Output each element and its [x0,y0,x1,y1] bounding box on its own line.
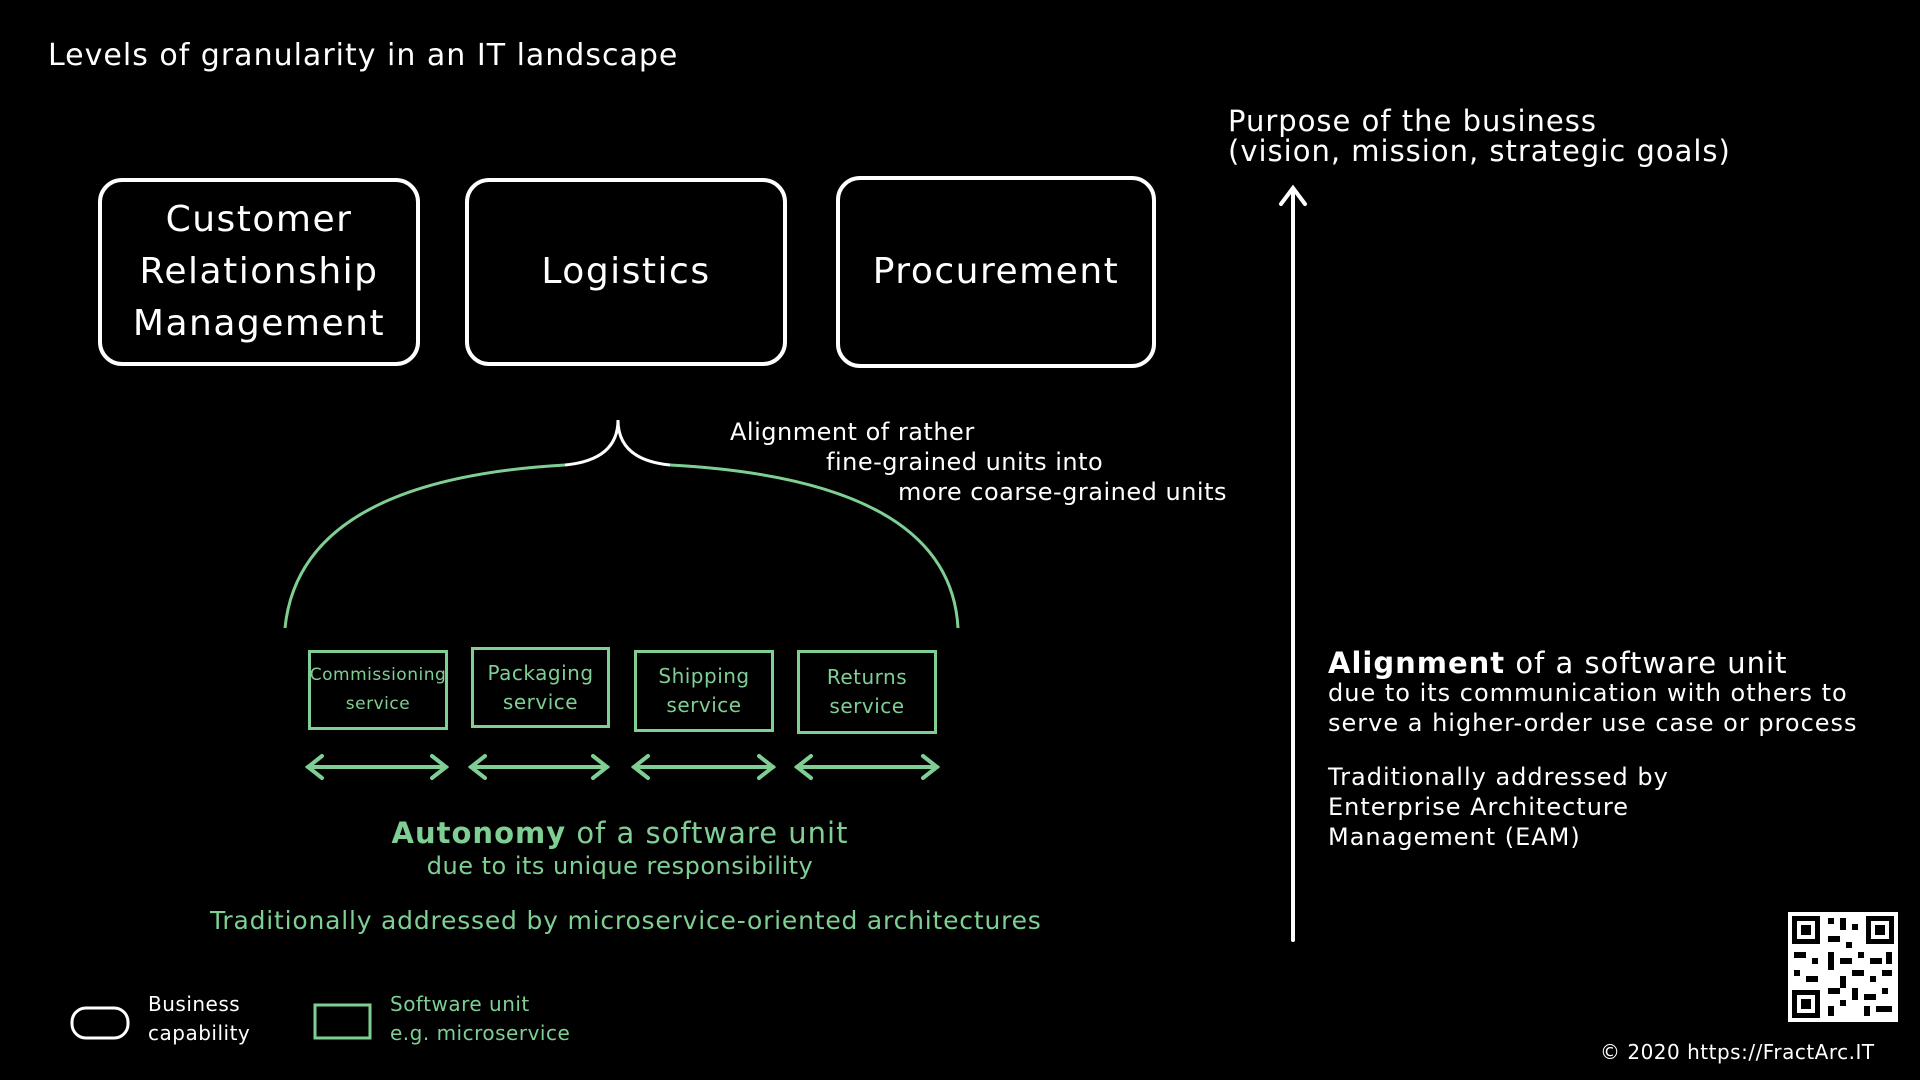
alignment-line2: due to its communication with others to [1328,679,1848,707]
purpose-line1: Purpose of the business [1228,104,1597,138]
alignment-note-line1: Alignment of rather [730,418,975,446]
autonomy-heading: Autonomy of a software unit [340,816,900,850]
capability-logistics-label: Logistics [541,251,711,292]
service-packaging-label: Packaging service [487,660,594,714]
brace-top-right [616,419,671,467]
autonomy-bold: Autonomy [391,816,567,850]
capability-crm: Customer Relationship Management [98,178,420,366]
alignment-heading: Alignment of a software unit [1328,646,1787,680]
capability-crm-label: Customer Relationship Management [132,199,386,344]
autonomy-arrow-3 [630,754,777,780]
capability-logistics: Logistics [465,178,787,366]
legend-software-shape [313,1003,372,1040]
copyright-footer: © 2020 https://FractArc.IT [1600,1040,1875,1064]
alignment-rest: of a software unit [1505,646,1788,680]
service-commissioning: Commissioning service [308,650,448,730]
alignment-note-line3: more coarse-grained units [898,478,1227,506]
legend-software-label: Software unit e.g. microservice [390,992,571,1045]
brace-right [669,463,960,629]
legend-business-shape [70,1006,130,1040]
service-shipping-label: Shipping service [658,664,750,717]
service-shipping: Shipping service [634,650,774,732]
capability-procurement: Procurement [836,176,1156,368]
autonomy-traditional: Traditionally addressed by microservice-… [210,906,1042,935]
brace-top [564,419,620,467]
legend-business-label: Business capability [148,992,251,1045]
alignment-bold: Alignment [1328,646,1506,680]
alignment-line3: serve a higher-order use case or process [1328,709,1858,737]
autonomy-arrow-4 [793,754,941,780]
capability-procurement-label: Procurement [872,251,1120,292]
autonomy-arrow-1 [304,754,450,780]
service-returns: Returns service [797,650,937,734]
service-returns-label: Returns service [826,665,908,718]
alignment-note-line2: fine-grained units into [826,448,1104,476]
purpose-line2: (vision, mission, strategic goals) [1228,134,1731,168]
autonomy-subline: due to its unique responsibility [426,852,814,880]
alignment-traditional: Traditionally addressed by Enterprise Ar… [1328,763,1669,851]
service-commissioning-label: Commissioning service [309,665,447,714]
qr-code [1788,912,1898,1022]
autonomy-rest: of a software unit [566,816,849,850]
autonomy-arrow-2 [467,754,611,780]
brace-left [283,463,566,629]
diagram-title: Levels of granularity in an IT landscape [48,38,679,73]
alignment-vertical-arrow [1279,184,1307,942]
service-packaging: Packaging service [471,647,610,728]
